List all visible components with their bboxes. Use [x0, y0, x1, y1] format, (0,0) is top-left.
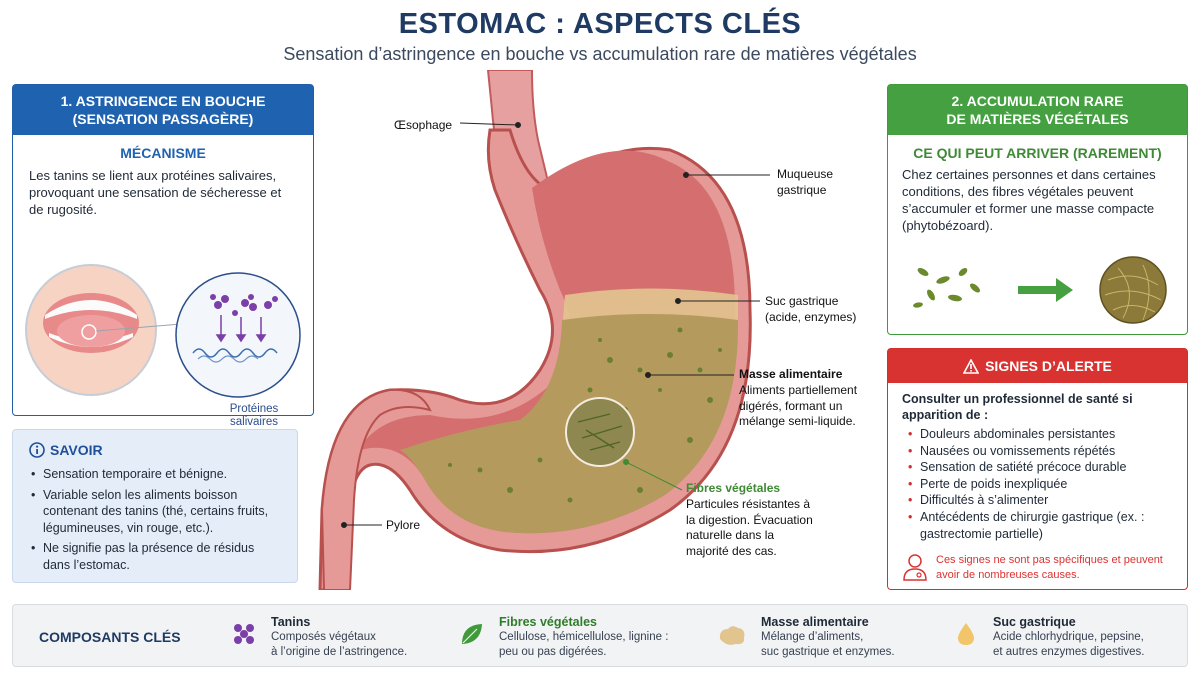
component-line: et autres enzymes digestives.: [993, 646, 1145, 658]
duodenum: [320, 388, 432, 590]
mechanism-title: MÉCANISME: [120, 145, 206, 161]
component-line: Mélange d’aliments,: [761, 631, 864, 643]
alert-intro: Consulter un professionnel de santé si a…: [902, 392, 1133, 422]
page-subtitle: Sensation d’astringence en bouche vs acc…: [283, 44, 917, 64]
component-title: Fibres végétales: [499, 615, 597, 629]
alert-item: Perte de poids inexpliquée: [906, 476, 1173, 493]
component-masse: Masse alimentaire Mélange d’aliments, su…: [761, 615, 895, 660]
component-tanins: Tanins Composés végétaux à l’origine de …: [271, 615, 407, 660]
phytobezoar-illustration: [913, 256, 1167, 324]
accumulation-card: 2. ACCUMULATION RARE DE MATIÈRES VÉGÉTAL…: [887, 84, 1188, 335]
label-fibres-title: Fibres végétales: [686, 481, 781, 495]
accumulation-card-header: 2. ACCUMULATION RARE DE MATIÈRES VÉGÉTAL…: [888, 85, 1187, 135]
label-muqueuse: Muqueuse gastrique: [777, 167, 834, 197]
food-mass-icon: [719, 626, 745, 645]
component-title: Suc gastrique: [993, 615, 1076, 629]
label-fibres-sub: Particules résistantes à la digestion. É…: [686, 497, 813, 558]
accumulation-title-line1: 2. ACCUMULATION RARE: [951, 93, 1124, 109]
alert-list: Douleurs abdominales persistantes Nausée…: [906, 426, 1173, 542]
alert-title: SIGNES D’ALERTE: [985, 358, 1112, 374]
component-title: Tanins: [271, 615, 311, 629]
component-title: Masse alimentaire: [761, 615, 869, 629]
label-masse-title: Masse alimentaire: [739, 367, 843, 381]
astringency-title-line2: (SENSATION PASSAGÈRE): [72, 111, 254, 127]
key-components-title: COMPOSANTS CLÉS: [39, 629, 181, 645]
accumulation-title-line2: DE MATIÈRES VÉGÉTALES: [946, 111, 1129, 127]
component-fibres: Fibres végétales Cellulose, hémicellulos…: [499, 615, 668, 660]
alert-card-header: SIGNES D’ALERTE: [888, 349, 1187, 383]
astringency-title-line1: 1. ASTRINGENCE EN BOUCHE: [60, 93, 266, 109]
alert-item: Difficultés à s’alimenter: [906, 492, 1173, 509]
loose-fibers-icon: [913, 268, 980, 308]
component-line: à l’origine de l’astringence.: [271, 646, 408, 658]
component-line: peu ou pas digérées.: [499, 646, 607, 658]
knowledge-list: Sensation temporaire et bénigne. Variabl…: [29, 466, 283, 573]
label-suc-sub: (acide, enzymes): [765, 310, 857, 324]
label-oesophage: Œsophage: [394, 118, 453, 132]
alert-item: Antécédents de chirurgie gastrique (ex. …: [906, 509, 1173, 542]
warning-icon: [963, 358, 980, 374]
salivary-proteins-label: Protéines salivaires: [229, 403, 279, 428]
phytobezoar-ball-icon: [1099, 256, 1167, 324]
knowledge-title: SAVOIR: [50, 442, 103, 458]
stomach-illustration: [318, 70, 770, 590]
page-title: ESTOMAC : ASPECTS CLÉS: [398, 8, 802, 40]
alert-item: Sensation de satiété précoce durable: [906, 459, 1173, 476]
mechanism-text: Les tanins se lient aux protéines saliva…: [29, 168, 282, 217]
mouth-illustration: [25, 264, 301, 398]
knowledge-item: Ne signifie pas la présence de résidus d…: [29, 540, 283, 573]
key-components-bar: COMPOSANTS CLÉS Tanins Composés végétaux…: [12, 604, 1188, 667]
label-masse-sub: Aliments partiellement digérés, formant …: [739, 383, 858, 428]
alert-item: Nausées ou vomissements répétés: [906, 443, 1173, 460]
label-suc-title: Suc gastrique: [765, 294, 839, 308]
component-line: Cellulose, hémicellulose, lignine :: [499, 631, 669, 643]
arrow-icon: [1018, 278, 1073, 302]
drop-icon: [957, 623, 975, 645]
component-suc: Suc gastrique Acide chlorhydrique, pepsi…: [993, 615, 1145, 660]
component-line: Composés végétaux: [271, 631, 376, 643]
rarely-title: CE QUI PEUT ARRIVER (RAREMENT): [913, 145, 1162, 161]
tannin-dots-icon: [234, 624, 254, 644]
knowledge-header: SAVOIR: [29, 442, 297, 458]
component-line: suc gastrique et enzymes.: [761, 646, 895, 658]
alert-note: Ces signes ne sont pas spécifiques et pe…: [936, 554, 1163, 581]
knowledge-card: SAVOIR Sensation temporaire et bénigne. …: [12, 429, 298, 583]
knowledge-item: Variable selon les aliments boisson cont…: [29, 487, 283, 537]
knowledge-item: Sensation temporaire et bénigne.: [29, 466, 283, 483]
doctor-icon: [903, 554, 927, 581]
info-icon: [29, 442, 45, 458]
astringency-card-header: 1. ASTRINGENCE EN BOUCHE (SENSATION PASS…: [13, 85, 313, 135]
component-line: Acide chlorhydrique, pepsine,: [993, 631, 1144, 643]
astringency-card: 1. ASTRINGENCE EN BOUCHE (SENSATION PASS…: [12, 84, 314, 428]
leaf-icon: [462, 624, 482, 644]
alert-item: Douleurs abdominales persistantes: [906, 426, 1173, 443]
alert-card: SIGNES D’ALERTE Consulter un professionn…: [887, 348, 1188, 590]
rarely-text: Chez certaines personnes et dans certain…: [902, 167, 1156, 233]
label-pylore: Pylore: [386, 518, 421, 532]
